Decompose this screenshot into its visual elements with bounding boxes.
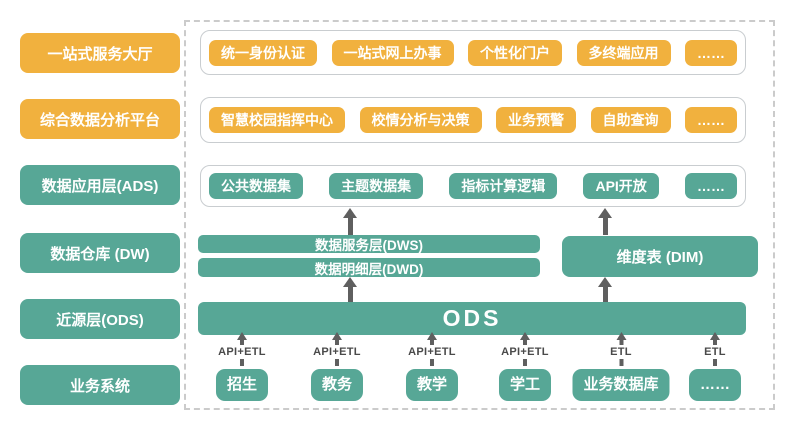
layer-label-analysis-platform: 综合数据分析平台	[20, 99, 180, 139]
dim-box: 维度表 (DIM)	[562, 236, 758, 277]
arrow-up-icon	[598, 208, 612, 235]
source-column-student-affairs: API+ETL 学工	[498, 332, 552, 401]
ads-pill-metric-logic: 指标计算逻辑	[449, 173, 558, 199]
source-pill: 招生	[215, 369, 269, 401]
layer-label-ods: 近源层(ODS)	[20, 299, 180, 339]
app-pill-multi-terminal: 多终端应用	[576, 39, 671, 66]
source-pill: 教学	[405, 369, 459, 401]
arrow-up-icon	[615, 332, 626, 340]
app-pill-online-services: 一站式网上办事	[331, 39, 454, 66]
arrow-up-icon	[343, 277, 357, 302]
source-column-more: ETL ……	[689, 332, 741, 401]
layer-label-ads: 数据应用层(ADS)	[20, 165, 180, 205]
arrow-up-icon	[331, 332, 342, 340]
etl-channel-label: API+ETL	[218, 346, 266, 358]
ads-pill-more: ……	[684, 173, 737, 199]
app-pill-unified-identity: 统一身份认证	[209, 39, 317, 66]
arrow-up-icon	[519, 332, 530, 340]
source-pill: 业务数据库	[572, 369, 670, 401]
app-pill-more: ……	[685, 39, 737, 66]
etl-channel-label: API+ETL	[313, 346, 361, 358]
source-column-enrollment: API+ETL 招生	[215, 332, 269, 401]
source-column-business-db: ETL 业务数据库	[572, 332, 670, 401]
ads-pill-theme-dataset: 主题数据集	[329, 173, 424, 199]
source-column-academic-affairs: API+ETL 教务	[310, 332, 364, 401]
dwd-bar: 数据明细层(DWD)	[198, 258, 540, 277]
ads-row: 公共数据集 主题数据集 指标计算逻辑 API开放 ……	[200, 165, 746, 207]
arrow-up-icon	[236, 332, 247, 340]
app-pill-business-alert: 业务预警	[496, 107, 576, 133]
layer-label-dw: 数据仓库 (DW)	[20, 233, 180, 273]
arrow-up-icon	[598, 277, 612, 302]
etl-channel-label: ETL	[610, 346, 632, 358]
app-pill-personal-portal: 个性化门户	[468, 39, 562, 66]
app-pill-more: ……	[685, 107, 737, 133]
service-hall-row: 统一身份认证 一站式网上办事 个性化门户 多终端应用 ……	[200, 30, 746, 75]
etl-channel-label: API+ETL	[408, 346, 456, 358]
arrow-up-icon	[426, 332, 437, 340]
source-column-teaching: API+ETL 教学	[405, 332, 459, 401]
ods-bar: ODS	[198, 302, 746, 335]
source-pill: ……	[689, 369, 741, 401]
app-pill-analysis-decision: 校情分析与决策	[359, 107, 482, 133]
ads-pill-api-open: API开放	[583, 173, 659, 199]
source-pill: 教务	[310, 369, 364, 401]
layer-label-service-hall: 一站式服务大厅	[20, 33, 180, 73]
ads-pill-public-dataset: 公共数据集	[209, 173, 303, 199]
dws-bar: 数据服务层(DWS)	[198, 235, 540, 253]
app-pill-self-query: 自助查询	[590, 107, 671, 133]
etl-channel-label: ETL	[704, 346, 726, 358]
platform-panel: 统一身份认证 一站式网上办事 个性化门户 多终端应用 …… 智慧校园指挥中心 校…	[184, 20, 775, 410]
arrow-up-icon	[343, 208, 357, 235]
arrow-up-icon	[710, 332, 720, 340]
app-pill-command-center: 智慧校园指挥中心	[209, 107, 345, 133]
layer-label-business-systems: 业务系统	[20, 365, 180, 405]
source-pill: 学工	[498, 369, 552, 401]
analysis-platform-row: 智慧校园指挥中心 校情分析与决策 业务预警 自助查询 ……	[200, 97, 746, 143]
etl-channel-label: API+ETL	[501, 346, 549, 358]
